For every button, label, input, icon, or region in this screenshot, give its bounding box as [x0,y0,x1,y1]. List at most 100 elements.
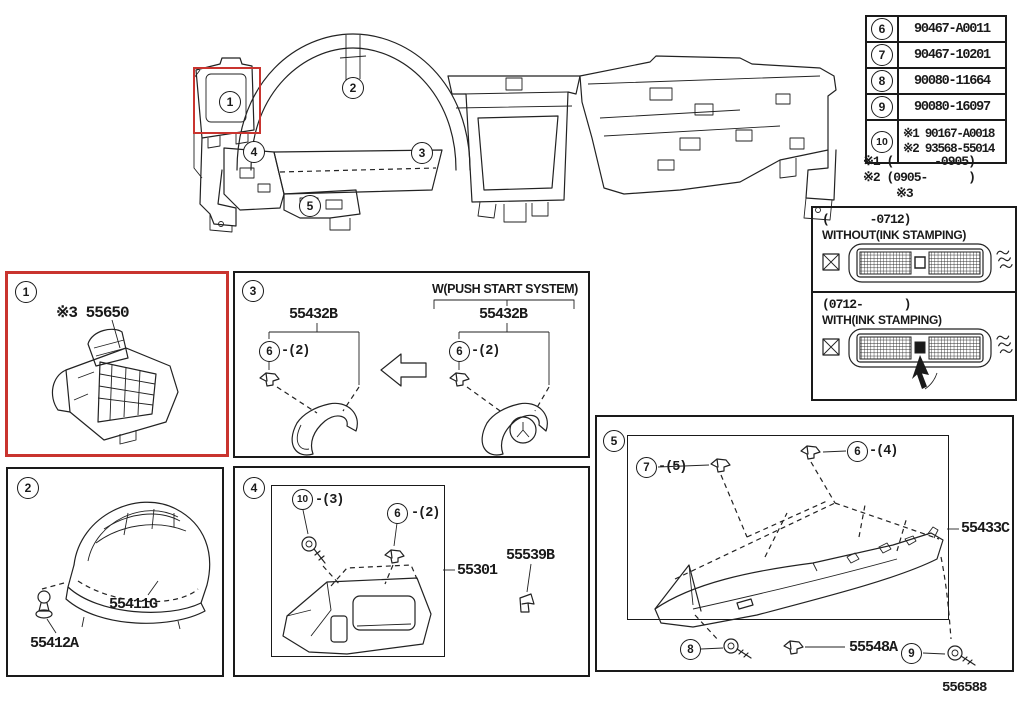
clip-icon [711,459,730,472]
box2-clip-label: 55412A [30,635,79,652]
part-number-cell: 90467-10201 [899,43,1005,67]
screw-icon [724,639,751,658]
table-ref-cell: 9 [867,95,899,119]
ref-num: 6 [394,507,401,520]
box4-bracket-label: 55539B [506,547,555,564]
part-number: 90467-A0011 [914,21,991,37]
box4-callout: 4 [243,477,265,499]
box3-drawing [235,273,588,456]
table-ref-6: 6 [871,18,893,40]
ref-num: 7 [878,48,886,62]
box3-right-part-label: 55432B [479,306,528,323]
box3-callout: 3 [242,280,264,302]
register-vent-drawing [8,274,226,454]
note-3: ※3 [896,186,914,201]
box5-panel-label: 55433C [961,520,1010,537]
ink-stamping-panel: ( -0712) WITHOUT(INK STAMPING) [811,206,1017,401]
box3-header: W(PUSH START SYSTEM) [432,282,578,296]
direction-arrow-icon [381,354,426,386]
table-ref-8: 8 [871,70,893,92]
box2-hood-label: 55411G [109,596,158,613]
table-ref-10: 10 [871,130,893,153]
stamp-area-open-square [915,257,925,268]
table-ref-cell: 8 [867,69,899,93]
ref-num: 8 [687,643,694,656]
register-x-icon [823,254,839,270]
part-number: 90080-11664 [914,73,991,89]
push-start-hole [510,417,536,443]
table-ref-cell: 10 [867,121,899,162]
ref-num: 7 [643,461,650,474]
without-date-range: ( -0712) [822,212,911,227]
part-number: 90080-16097 [914,99,991,115]
box5-screw8-ref: 8 [680,639,701,660]
box2-callout: 2 [17,477,39,499]
drawing-number: 556588 [942,680,987,696]
table-row: 8 90080-11664 [867,67,1005,93]
ref-num: 6 [456,345,463,358]
part-number-line2: ※2 93568-55014 [903,141,995,156]
main-callout-3: 3 [411,142,433,164]
without-ink-section: ( -0712) WITHOUT(INK STAMPING) [813,208,1015,293]
clip-icon [260,373,279,386]
main-callout-3-num: 3 [418,146,426,160]
box5-clip6-qty: -(4) [869,444,898,459]
with-label: WITH(INK STAMPING) [822,313,942,327]
box4-drawing [235,468,588,675]
clip-icon [520,594,534,612]
ref-num: 6 [854,445,861,458]
table-row: 7 90467-10201 [867,41,1005,67]
box3-fastener-ref-right: 6 [449,341,470,362]
box5-callout-num: 5 [610,434,618,448]
ink-stamp-filled-square [915,342,925,353]
airflow-waves-icon [997,334,1013,354]
table-ref-cell: 6 [867,17,899,41]
box4-clip-qty: -(2) [411,506,440,521]
box1-callout-num: 1 [22,285,30,299]
ref-num: 6 [878,22,886,36]
table-ref-7: 7 [871,44,893,66]
box5-clip7-ref: 7 [636,457,657,478]
cluster-hood-drawing [8,469,222,675]
box5-inner-frame [627,435,949,620]
parts-table: 6 90467-A0011 7 90467-10201 8 90080-1166… [865,15,1007,164]
vent-grille-without-stamp-drawing [813,242,1015,290]
note-1: ※1 ( -0905) [863,154,976,169]
main-callout-5-num: 5 [306,199,314,213]
box4-callout-num: 4 [250,481,258,495]
with-date-range: (0712- ) [822,297,911,312]
without-label: WITHOUT(INK STAMPING) [822,228,967,242]
part-number-cell: ※1 90167-A0018 ※2 93568-55014 [899,121,1005,162]
instrument-panel-drawing [180,18,845,233]
cursor-arrow-icon [912,355,929,389]
register-x-icon [823,339,839,355]
main-callout-1-num: 1 [226,95,234,109]
part-number-cell: 90467-A0011 [899,17,1005,41]
table-ref-cell: 7 [867,43,899,67]
ref-num: 6 [266,345,273,358]
box5-center-clip-label: 55548A [849,639,898,656]
detail-box-2: 2 55411G 55412A [6,467,224,677]
ref-num: 9 [878,100,886,114]
vent-grille-with-stamp-drawing [813,327,1015,397]
ref-num: 10 [876,135,888,148]
box5-drawing [597,417,1012,670]
detail-box-4: 4 10 -(3) 6 -(2) 55301 55539B [233,466,590,677]
box3-callout-num: 3 [249,284,257,298]
note-2: ※2 (0905- ) [863,170,976,185]
main-callout-4-num: 4 [250,145,258,159]
detail-box-5: 5 7 -(5) 6 -(4) 55433C 8 55548A 9 [595,415,1014,672]
ref-num: 10 [296,494,309,505]
clip-icon [385,550,404,563]
table-row: 10 ※1 90167-A0018 ※2 93568-55014 [867,119,1005,162]
box4-clip-ref: 6 [387,503,408,524]
box4-inner-frame [271,485,445,657]
box4-screw-qty: -(3) [315,493,344,508]
table-ref-9: 9 [871,96,893,118]
box3-fastener-qty-right: -(2) [471,344,500,359]
box2-callout-num: 2 [24,481,32,495]
box3-left-part-label: 55432B [289,306,338,323]
part-number-line1: ※1 90167-A0018 [903,126,995,141]
with-ink-section: (0712- ) WITH(INK STAMPING) [813,293,1015,399]
